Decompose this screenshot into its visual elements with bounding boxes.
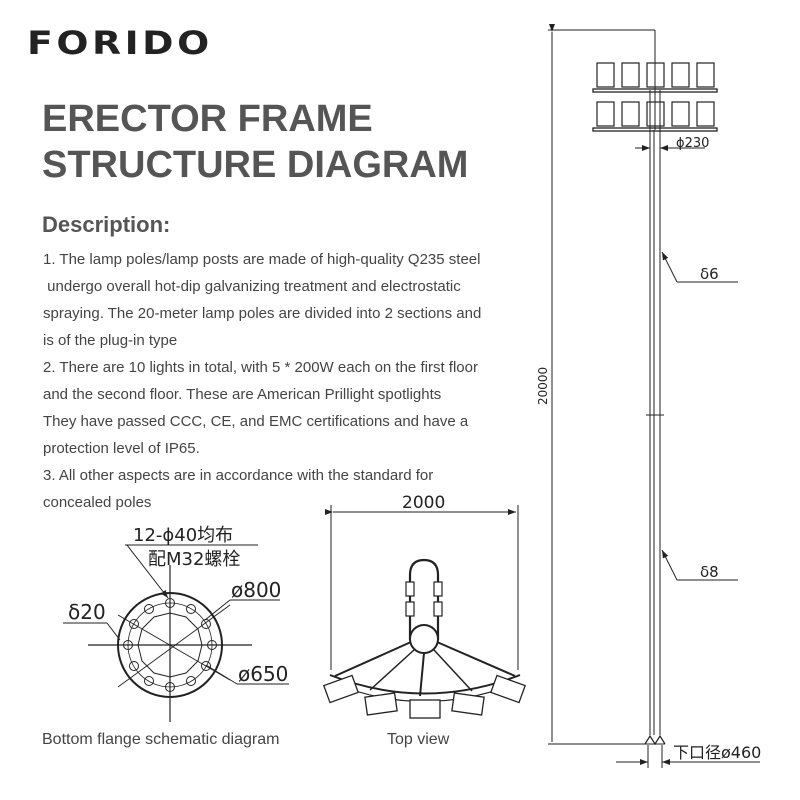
bolt-note-line2: 配M32螺栓 (148, 549, 240, 570)
pole-elevation-diagram (548, 24, 760, 768)
top-view-width-label: 2000 (402, 493, 445, 513)
flange-diagram (63, 544, 289, 722)
description-line: 3. All other aspects are in accordance w… (43, 467, 434, 484)
description-line: is of the plug-in type (43, 332, 178, 349)
flange-thickness-label: δ20 (68, 600, 106, 624)
description-line: 2. There are 10 lights in total, with 5 … (43, 359, 478, 376)
description-body: 1. The lamp poles/lamp posts are made of… (43, 246, 523, 516)
flange-caption: Bottom flange schematic diagram (42, 731, 280, 748)
description-line: protection level of IP65. (43, 440, 200, 457)
description-line: They have passed CCC, CE, and EMC certif… (43, 413, 469, 430)
description-line: and the second floor. These are American… (43, 386, 442, 403)
lamp-row-lower (592, 101, 718, 132)
lower-wall-thickness-label: δ8 (700, 563, 719, 581)
description-line: undergo overall hot-dip galvanizing trea… (43, 278, 461, 295)
bolt-holes (123, 598, 217, 692)
title-line-2: STRUCTURE DIAGRAM (42, 144, 469, 186)
page-title: ERECTOR FRAME STRUCTURE DIAGRAM (42, 96, 468, 188)
bottom-diameter-label: 下口径ø460 (673, 743, 761, 762)
description-line: concealed poles (43, 494, 152, 511)
top-view-caption: Top view (387, 731, 450, 748)
bolt-note-line1: 12-ϕ40均布 (133, 525, 233, 546)
description-heading: Description: (42, 212, 171, 237)
description-line: spraying. The 20-meter lamp poles are di… (43, 305, 482, 322)
pole-height-label: 20000 (536, 367, 550, 405)
upper-wall-thickness-label: δ6 (700, 265, 719, 283)
top-view-lamps (322, 674, 527, 719)
outer-diameter-label: ø800 (231, 578, 281, 602)
lamp-row-upper (592, 62, 718, 93)
brand-logo: FORIDO (27, 24, 213, 62)
top-view-diagram (322, 505, 527, 719)
top-diameter-label: ϕ230 (676, 136, 709, 151)
description-line: 1. The lamp poles/lamp posts are made of… (43, 251, 481, 268)
bolt-circle-diameter-label: ø650 (238, 662, 288, 686)
title-line-1: ERECTOR FRAME (42, 98, 373, 140)
